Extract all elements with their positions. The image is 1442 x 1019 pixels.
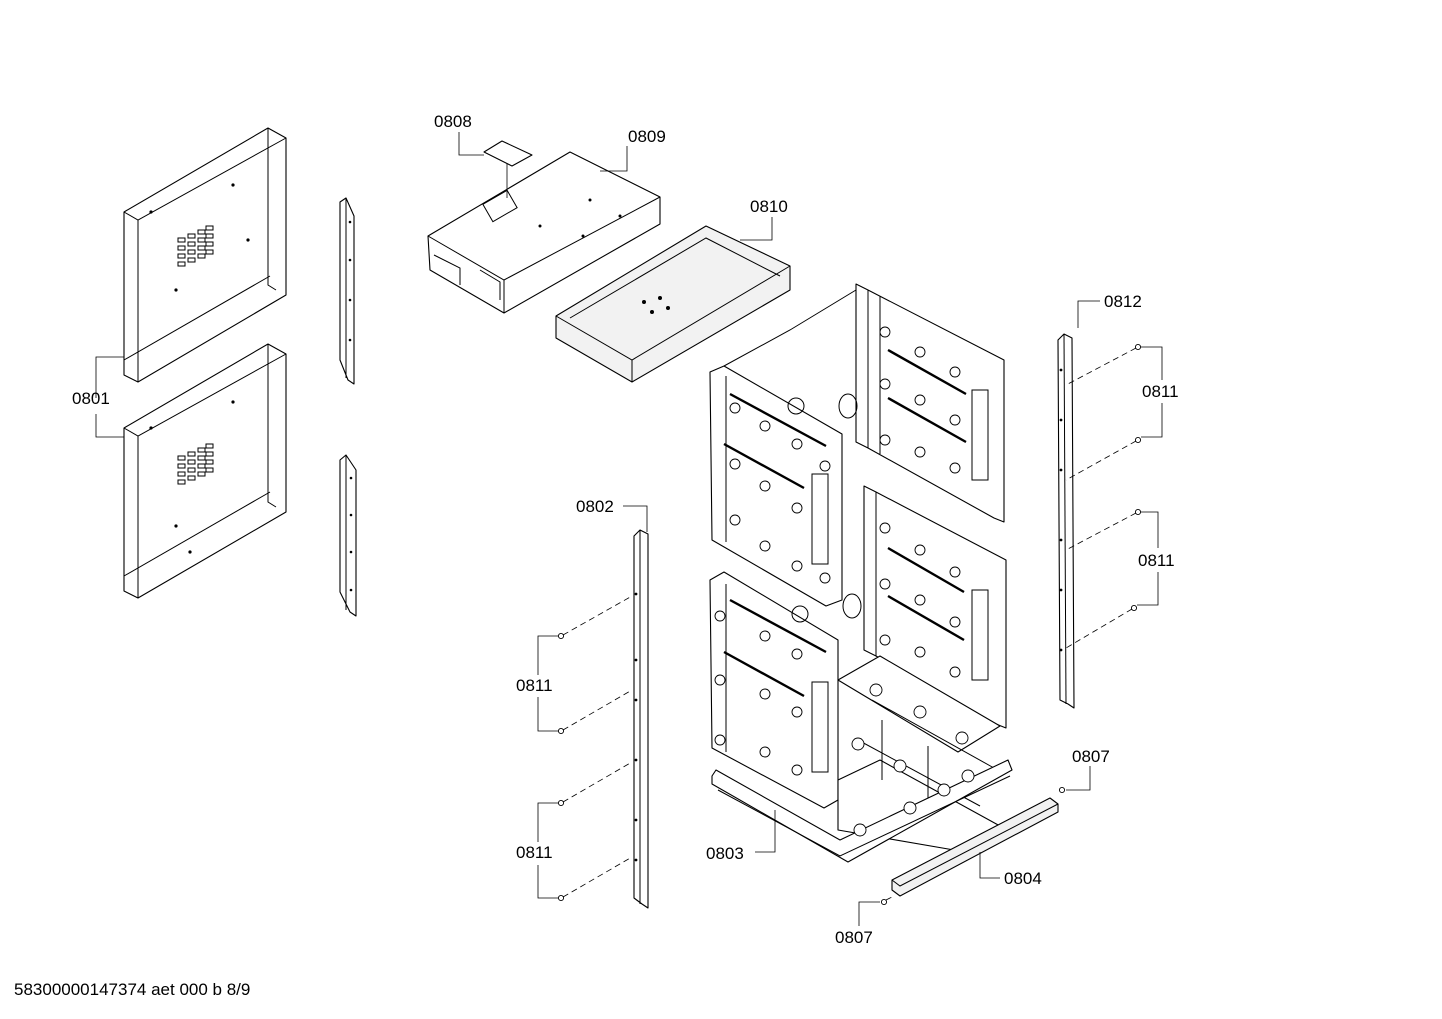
left-front-rail (633, 529, 649, 909)
label-0801: 0801 (72, 389, 110, 408)
label-0811-right-lower: 0811 (1138, 551, 1175, 570)
side-rail-upper (339, 197, 355, 385)
screw-set (557, 343, 1142, 906)
drawing-id-footer: 58300000147374 aet 000 b 8/9 (14, 980, 251, 999)
label-0812: 0812 (1104, 292, 1142, 311)
label-0811-left-lower: 0811 (516, 843, 553, 862)
label-0810: 0810 (750, 197, 788, 216)
top-cover (427, 151, 661, 314)
leader-lines (95, 132, 1163, 926)
label-0802: 0802 (576, 497, 614, 516)
label-0807-right: 0807 (1072, 747, 1110, 766)
label-0811-left-upper: 0811 (516, 676, 553, 695)
label-0804: 0804 (1004, 869, 1042, 888)
label-0803: 0803 (706, 844, 744, 863)
right-front-rail (1057, 333, 1075, 709)
front-trim-bar (891, 797, 1059, 897)
side-panel-lower (123, 343, 287, 599)
front-strip (555, 225, 791, 383)
side-panel-upper (123, 127, 287, 383)
oven-cabinet (709, 283, 1013, 863)
label-0807-bottom: 0807 (835, 928, 873, 947)
top-cover-plate (483, 140, 533, 167)
part-labels: 0801 0808 0809 0810 0812 0811 0811 0802 … (72, 112, 1179, 947)
label-0808: 0808 (434, 112, 472, 131)
side-rail-lower (339, 454, 357, 617)
label-0811-right-upper: 0811 (1142, 382, 1179, 401)
label-0809: 0809 (628, 127, 666, 146)
